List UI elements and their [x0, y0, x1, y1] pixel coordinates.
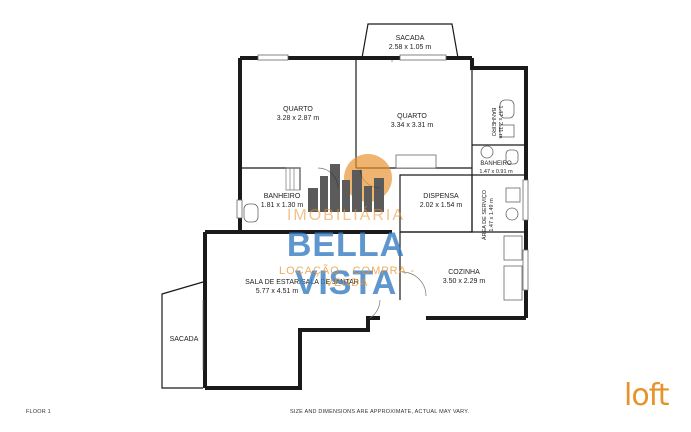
sacada-left-area — [161, 281, 204, 389]
quarto-left-name: QUARTO — [283, 106, 313, 113]
banheiro-left-dims: 1.81 x 1.30 m — [261, 202, 304, 209]
quarto-left-dims: 3.28 x 2.87 m — [277, 115, 320, 122]
sacada-top-dims: 2.58 x 1.05 m — [389, 44, 432, 51]
sacada-left-name: SACADA — [170, 336, 199, 343]
watermark-tagline: LOCAÇÃO - COMPRA - VENDA — [279, 265, 415, 289]
sala-dims: 5.77 x 4.51 m — [256, 288, 299, 295]
banheiro-vertical-dims: 1.47 x 2.11 m — [497, 106, 503, 139]
sacada-top-name: SACADA — [396, 35, 425, 42]
quarto-right-name: QUARTO — [397, 113, 427, 120]
quarto-right-dims: 3.34 x 3.31 m — [391, 122, 434, 129]
banheiro-small-dims: 1.47 x 0.91 m — [479, 169, 513, 175]
loft-logo: loft — [624, 378, 669, 413]
fixtures — [243, 99, 523, 301]
area-servico-dims: 1.47 x 1.49 m — [489, 198, 495, 232]
sala-name: SALA DE ESTAR/SALA DE JANTAR — [245, 279, 359, 286]
banheiro-vertical-name: BANHEIRO — [490, 108, 496, 137]
stairs — [285, 167, 301, 191]
disclaimer-text: SIZE AND DIMENSIONS ARE APPROXIMATE, ACT… — [290, 409, 470, 415]
cozinha-name: COZINHA — [448, 269, 480, 276]
cozinha-dims: 3.50 x 2.29 m — [443, 278, 486, 285]
watermark-top-text: IMOBILIÁRIA — [286, 207, 406, 224]
area-servico-name: ÁREA DE SERVIÇO — [481, 189, 488, 240]
floor-label: FLOOR 1 — [26, 409, 51, 415]
banheiro-small-name: BANHEIRO — [480, 161, 512, 167]
dispensa-dims: 2.02 x 1.54 m — [420, 202, 463, 209]
banheiro-left-name: BANHEIRO — [264, 193, 301, 200]
watermark-brand-name: BELLA VISTA — [286, 226, 406, 302]
dispensa-name: DISPENSA — [423, 193, 459, 200]
watermark-skyline — [308, 154, 392, 212]
windows — [236, 54, 529, 291]
